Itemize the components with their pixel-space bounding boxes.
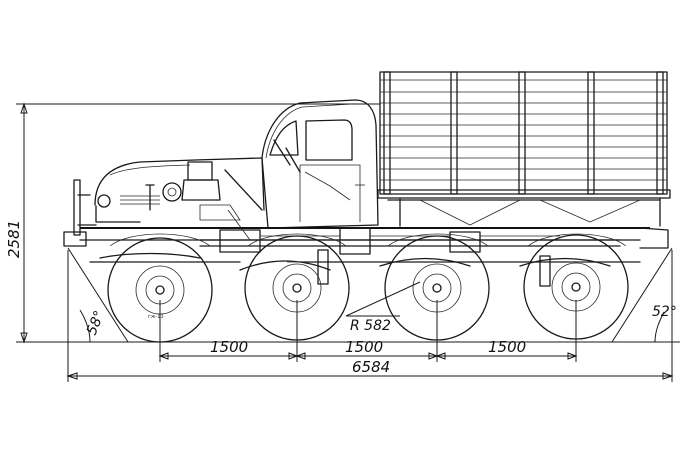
angle-lines (67, 247, 680, 343)
wheelbase-1-label: 1500 (210, 338, 248, 356)
wheelbase-2-label: 1500 (345, 338, 383, 356)
turn-radius-label: R 582 (350, 318, 391, 334)
cab (261, 99, 379, 229)
hood-and-front (63, 157, 265, 247)
overall-length-label: 6584 (352, 358, 390, 376)
cargo-body (377, 71, 671, 227)
dimension-lines (16, 102, 674, 382)
wheelbase-3-label: 1500 (488, 338, 526, 356)
departure-angle-label: 52° (652, 304, 677, 320)
approach-angle-label: 58° (84, 308, 108, 337)
overall-height-label: 2581 (5, 220, 23, 258)
manufacturer-stamp: ᴦж-13 (148, 314, 164, 320)
chassis-frame (79, 227, 669, 287)
